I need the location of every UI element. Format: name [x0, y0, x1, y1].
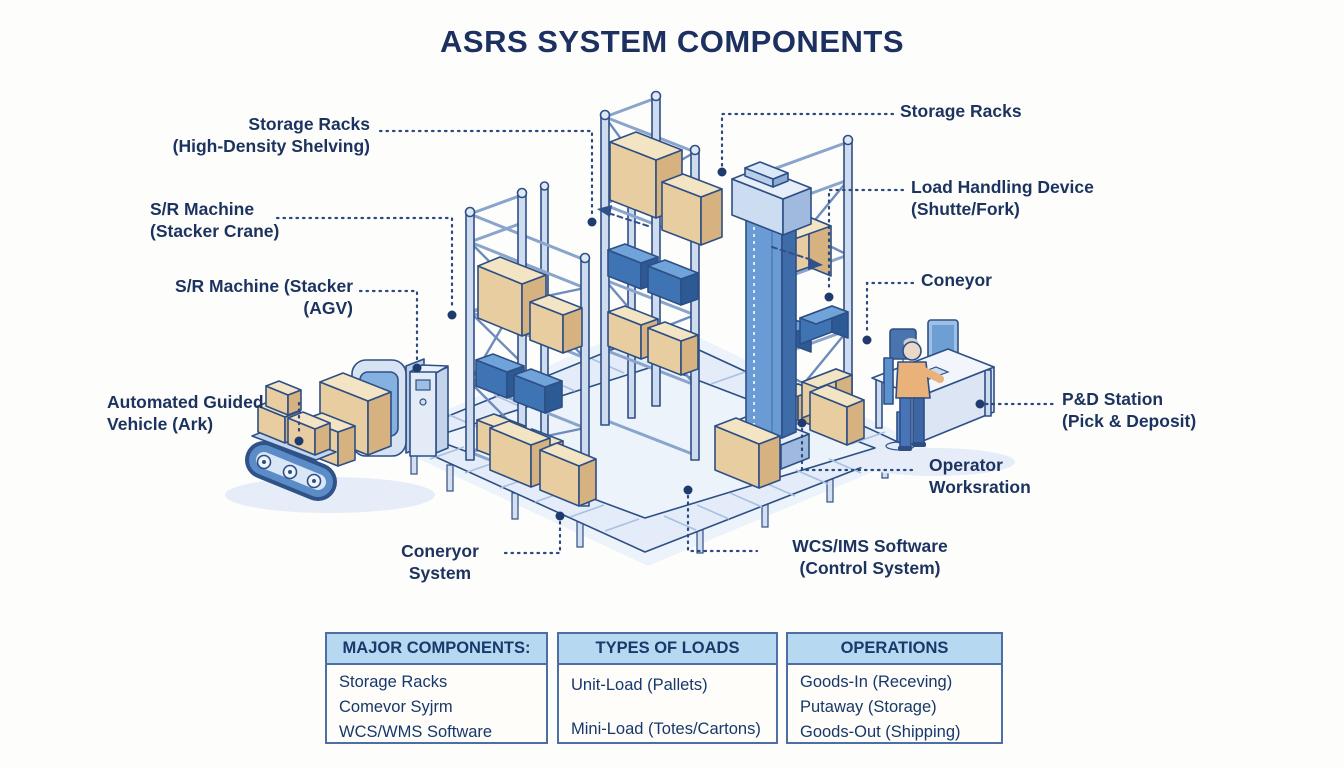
- table-row: WCS/WMS Software: [339, 723, 493, 741]
- callout-conveyor-system: Coneryor System: [385, 540, 495, 585]
- callout-sr-machine-stacker-agv: S/R Machine (Stacker (AGV): [175, 275, 353, 320]
- table-row: Storage Racks: [339, 673, 448, 691]
- leader-lines: [275, 112, 1059, 555]
- callout-line: (Shutte/Fork): [911, 199, 1020, 220]
- callout-line: (Pick & Deposit): [1062, 411, 1197, 432]
- storage-rack-center: [599, 90, 723, 461]
- table-operations: OPERATIONS Goods-In (Receving) Putaway (…: [786, 632, 1003, 744]
- agv: [225, 358, 449, 513]
- callout-line: S/R Machine (Stacker: [175, 276, 353, 296]
- table-row: Comevor Syjrm: [339, 698, 453, 716]
- callout-line: Worksration: [929, 477, 1031, 498]
- callout-line: Operator: [929, 455, 1003, 475]
- operator-workstation: [855, 319, 1015, 476]
- callout-line: (Control System): [799, 558, 941, 579]
- crane-travel-arrows: [597, 205, 823, 270]
- callout-line: Storage Racks: [900, 101, 1022, 121]
- callout-storage-racks-right: Storage Racks: [900, 100, 1022, 122]
- callout-sr-machine-stacker-crane: S/R Machine (Stacker Crane): [150, 198, 279, 243]
- table-row: Putaway (Storage): [800, 698, 937, 716]
- callout-line: (High-Density Shelving): [172, 136, 370, 157]
- callout-storage-racks-left: Storage Racks (High-Density Shelving): [173, 113, 370, 158]
- callout-line: WCS/IMS Software: [792, 536, 948, 556]
- table-row: Goods-In (Receving): [800, 673, 953, 691]
- callout-line: Load Handling Device: [911, 177, 1094, 197]
- table-row: Unit-Load (Pallets): [571, 676, 708, 694]
- conveyor-boxes: [489, 384, 865, 507]
- callout-operator-workstation: Operator Worksration: [929, 454, 1031, 499]
- callout-line: Automated Guided: [107, 392, 264, 412]
- table-row: Mini-Load (Totes/Cartons): [571, 720, 761, 738]
- table-header: MAJOR COMPONENTS:: [327, 634, 546, 665]
- table-types-of-loads: TYPES OF LOADS Unit-Load (Pallets) Mini-…: [557, 632, 778, 744]
- callout-line: (Stacker Crane): [150, 221, 280, 242]
- table-major-components: MAJOR COMPONENTS: Storage Racks Comevor …: [325, 632, 548, 744]
- callout-line: (AGV): [303, 298, 353, 319]
- callout-load-handling-device: Load Handling Device (Shutte/Fork): [911, 176, 1094, 221]
- table-header: TYPES OF LOADS: [559, 634, 776, 665]
- table-header: OPERATIONS: [788, 634, 1001, 665]
- page-title: ASRS SYSTEM COMPONENTS: [440, 24, 904, 59]
- callout-automated-guided-vehicle: Automated Guided Vehicle (Ark): [107, 391, 264, 436]
- callout-conveyor-right: Coneyor: [921, 269, 992, 291]
- callout-line: Vehicle (Ark): [107, 414, 214, 435]
- legend-tables: MAJOR COMPONENTS: Storage Racks Comevor …: [325, 632, 1003, 744]
- callout-line: Coneyor: [921, 270, 992, 290]
- callout-line: Coneryor: [401, 541, 479, 561]
- callout-wcs-software: WCS/IMS Software (Control System): [780, 535, 960, 580]
- callout-line: S/R Machine: [150, 199, 255, 219]
- callout-line: System: [408, 563, 472, 584]
- callout-pd-station: P&D Station (Pick & Deposit): [1062, 388, 1196, 433]
- callout-line: P&D Station: [1062, 389, 1164, 409]
- table-row: Goods-Out (Shipping): [800, 723, 961, 741]
- callout-line: Storage Racks: [248, 114, 370, 134]
